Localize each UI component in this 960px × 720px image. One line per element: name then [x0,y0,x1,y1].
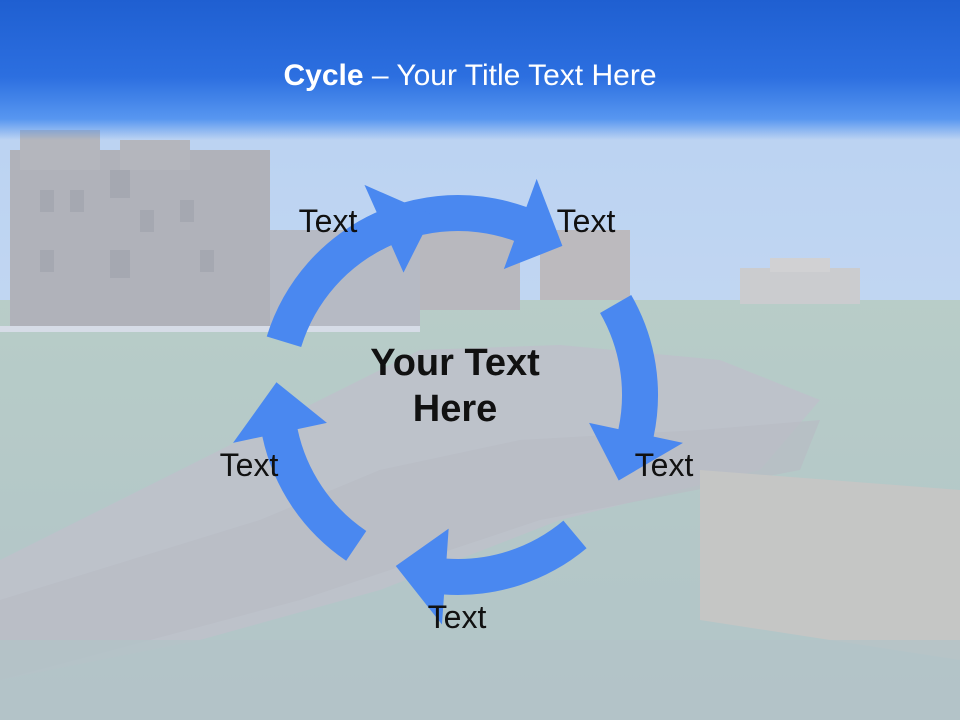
title-bold: Cycle [283,59,364,92]
arrow-top [352,178,563,270]
center-text-line2: Here [412,388,498,430]
node-label-bottom: Text [427,599,487,635]
center-text: Your Text Here [330,340,580,432]
title-rest: Your Title Text Here [396,59,657,92]
slide-title: Cycle – Your Title Text Here [0,56,940,96]
arrow-left [233,382,367,561]
header-band [0,0,960,140]
center-text-line1: Your Text [370,342,540,384]
arrow-bottom [395,520,587,625]
node-label-left: Text [219,447,279,483]
title-separator: – [363,59,397,92]
arrow-right [589,295,683,481]
node-label-top-right: Text [556,203,616,239]
node-label-top-left: Text [298,203,358,239]
arrow-upper-left [266,184,433,348]
node-label-right: Text [634,447,694,483]
